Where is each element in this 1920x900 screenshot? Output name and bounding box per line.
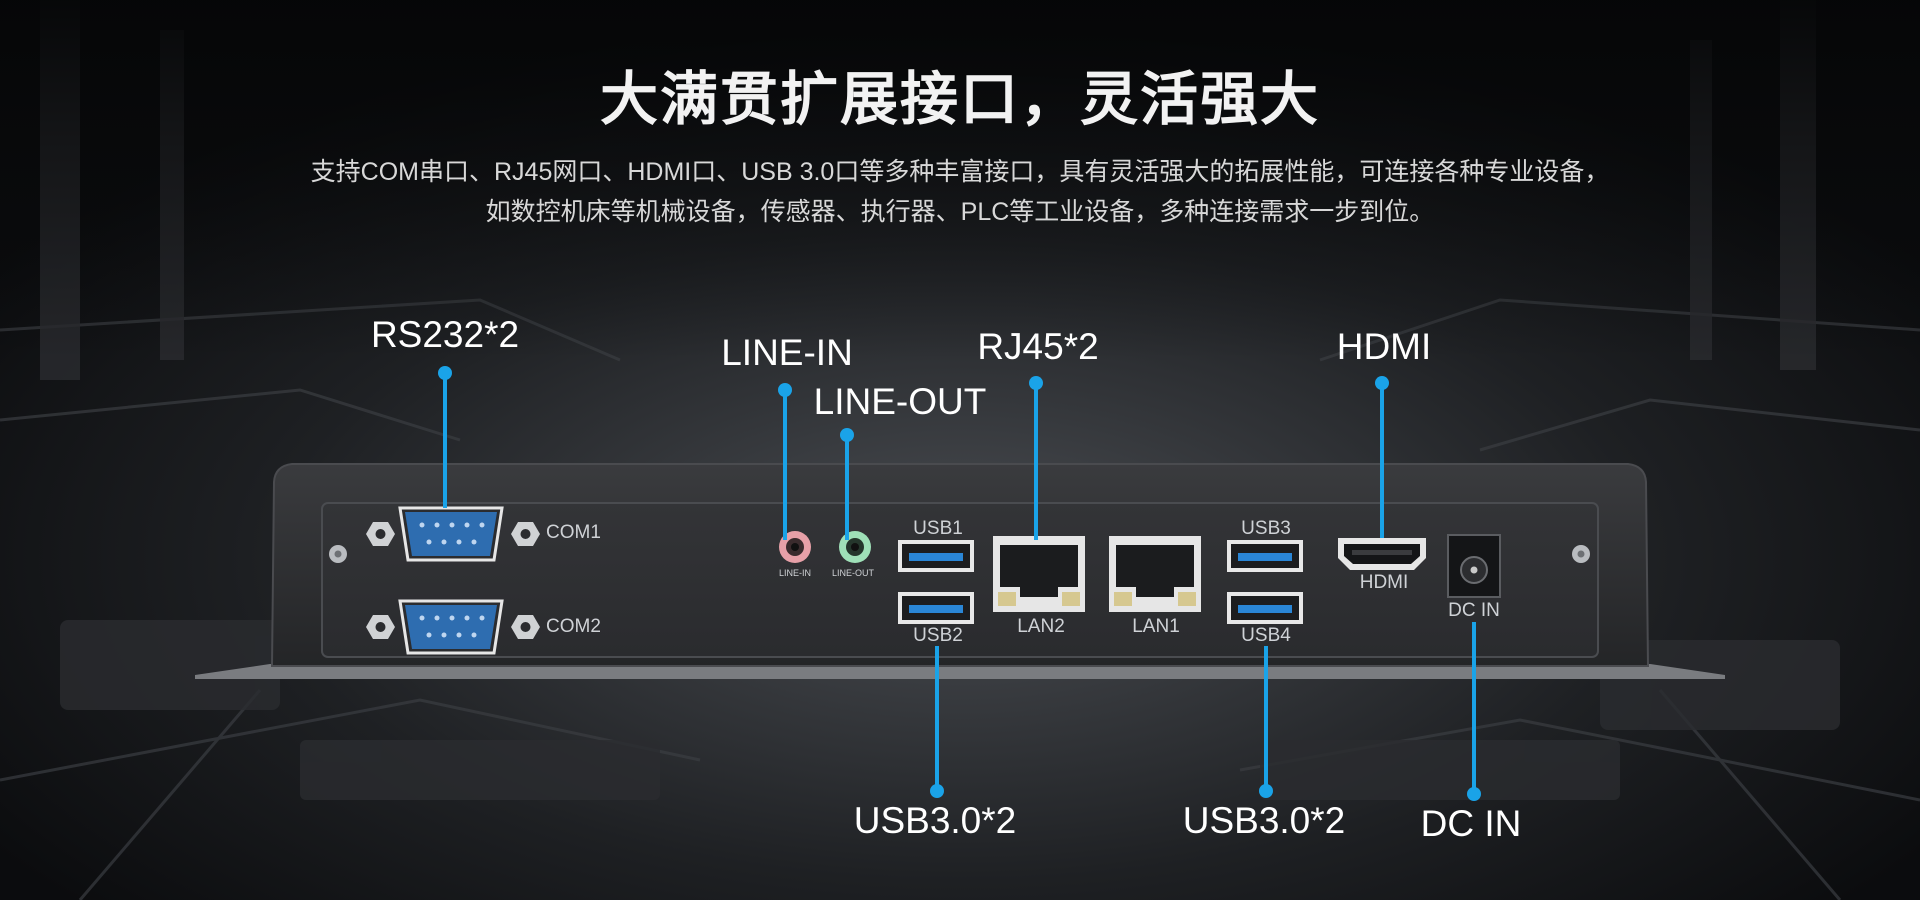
lan2-port bbox=[993, 536, 1085, 612]
usb2-port bbox=[898, 592, 974, 624]
screw-right-icon bbox=[1572, 545, 1590, 563]
hdmi-port bbox=[1338, 538, 1426, 570]
port-label-line-out: LINE-OUT bbox=[831, 568, 875, 578]
com1-port bbox=[366, 506, 540, 562]
port-label-dc-in: DC IN bbox=[1448, 600, 1500, 621]
leader-dots bbox=[438, 366, 1481, 801]
mounting-flange bbox=[195, 664, 1725, 679]
leader-lines bbox=[443, 373, 1476, 793]
callout-rj45: RJ45*2 bbox=[977, 326, 1099, 367]
callout-line-in: LINE-IN bbox=[721, 332, 853, 373]
port-label-line-in: LINE-IN bbox=[778, 568, 812, 578]
port-label-usb2: USB2 bbox=[913, 625, 963, 646]
lan1-port bbox=[1109, 536, 1201, 612]
dc-in-jack bbox=[1447, 534, 1501, 598]
port-label-usb3: USB3 bbox=[1241, 518, 1291, 539]
callout-usb-right: USB3.0*2 bbox=[1182, 800, 1346, 841]
description-line-1: 支持COM串口、RJ45网口、HDMI口、USB 3.0口等多种丰富接口，具有灵… bbox=[310, 158, 1610, 186]
callout-usb-left: USB3.0*2 bbox=[853, 800, 1017, 841]
port-label-hdmi: HDMI bbox=[1359, 572, 1409, 593]
line-out-jack bbox=[839, 531, 871, 563]
callout-line-out: LINE-OUT bbox=[813, 381, 987, 422]
usb1-port bbox=[898, 540, 974, 572]
usb3-port bbox=[1227, 540, 1303, 572]
usb4-port bbox=[1227, 592, 1303, 624]
com2-port bbox=[366, 599, 540, 655]
port-label-com1: COM1 bbox=[546, 522, 601, 543]
port-label-lan1: LAN1 bbox=[1132, 616, 1180, 637]
callout-hdmi: HDMI bbox=[1336, 326, 1432, 367]
callout-rs232: RS232*2 bbox=[370, 314, 520, 355]
port-label-com2: COM2 bbox=[546, 616, 601, 637]
port-label-lan2: LAN2 bbox=[1017, 616, 1065, 637]
callout-dc-in: DC IN bbox=[1420, 803, 1522, 844]
page-title: 大满贯扩展接口，灵活强大 bbox=[599, 67, 1320, 132]
port-label-usb4: USB4 bbox=[1241, 625, 1291, 646]
description-line-2: 如数控机床等机械设备，传感器、执行器、PLC等工业设备，多种连接需求一步到位。 bbox=[485, 198, 1435, 226]
port-label-usb1: USB1 bbox=[913, 518, 963, 539]
screw-left-icon bbox=[329, 545, 347, 563]
